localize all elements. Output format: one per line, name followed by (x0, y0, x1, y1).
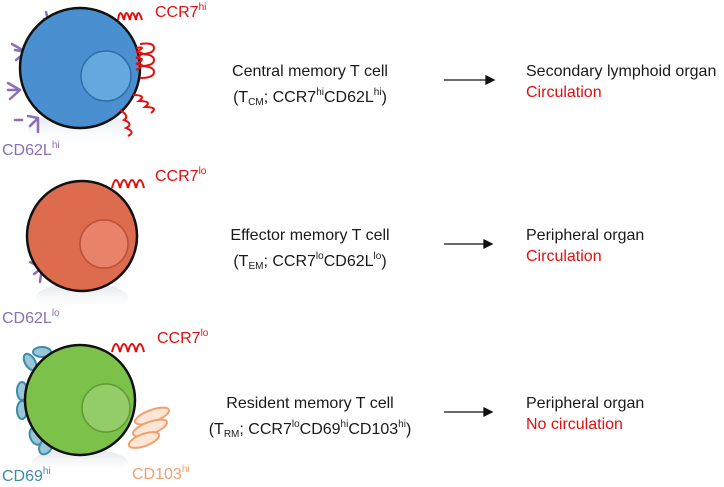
ccr7-receptors (111, 179, 145, 189)
arrowhead-em (483, 238, 494, 250)
central-memory-cell (6, 6, 156, 148)
resident-memory-cell (16, 343, 171, 475)
cell-reflection (36, 283, 128, 311)
cm-description: Central memory T cell (TCM; CCR7hiCD62Lh… (180, 61, 440, 113)
rm-description: Resident memory T cell (TRM; CCR7loCD69h… (180, 393, 440, 445)
rm-dest-circulation: No circulation (526, 416, 623, 433)
cm-destination: Secondary lymphoid organ Circulation (526, 61, 716, 103)
em-nucleus (79, 219, 129, 269)
arrowhead-rm (483, 406, 494, 418)
em-subtitle: (TEM; CCR7loCD62Llo) (233, 251, 387, 272)
effector-memory-cell (25, 179, 145, 311)
rm-nucleus (81, 383, 131, 433)
em-title: Effector memory T cell (230, 227, 390, 244)
ccr7-lo-label-em: CCR7lo (155, 166, 207, 185)
cd62l-hi-label: CD62Lhi (2, 140, 60, 159)
em-dest-circulation: Circulation (526, 248, 602, 265)
cm-dest-circulation: Circulation (526, 84, 602, 101)
cm-dest-organ: Secondary lymphoid organ (526, 63, 717, 80)
cd103-hi-label: CD103hi (132, 464, 190, 483)
arrowhead-cm (485, 74, 496, 86)
cm-title: Central memory T cell (232, 63, 388, 80)
ccr7-receptors (111, 343, 145, 353)
cm-subtitle: (TCM; CCR7hiCD62Lhi) (233, 87, 387, 108)
rm-dest-organ: Peripheral organ (526, 395, 645, 412)
cd69-hi-label: CD69hi (2, 466, 51, 485)
rm-destination: Peripheral organ No circulation (526, 393, 644, 435)
rm-title: Resident memory T cell (226, 395, 394, 412)
cell-reflection (32, 449, 128, 475)
em-dest-organ: Peripheral organ (526, 227, 645, 244)
em-destination: Peripheral organ Circulation (526, 225, 644, 267)
em-description: Effector memory T cell (TEM; CCR7loCD62L… (180, 225, 440, 277)
rm-subtitle: (TRM; CCR7loCD69hiCD103hi) (208, 419, 412, 440)
cd62l-lo-label: CD62Llo (2, 308, 60, 327)
ccr7-lo-label-rm: CCR7lo (157, 328, 209, 347)
cd103-receptors (127, 406, 171, 449)
cm-nucleus (80, 50, 132, 102)
ccr7-hi-label-cm: CCR7hi (155, 2, 207, 21)
arrows (444, 74, 496, 418)
ccr7-receptors (117, 12, 156, 137)
